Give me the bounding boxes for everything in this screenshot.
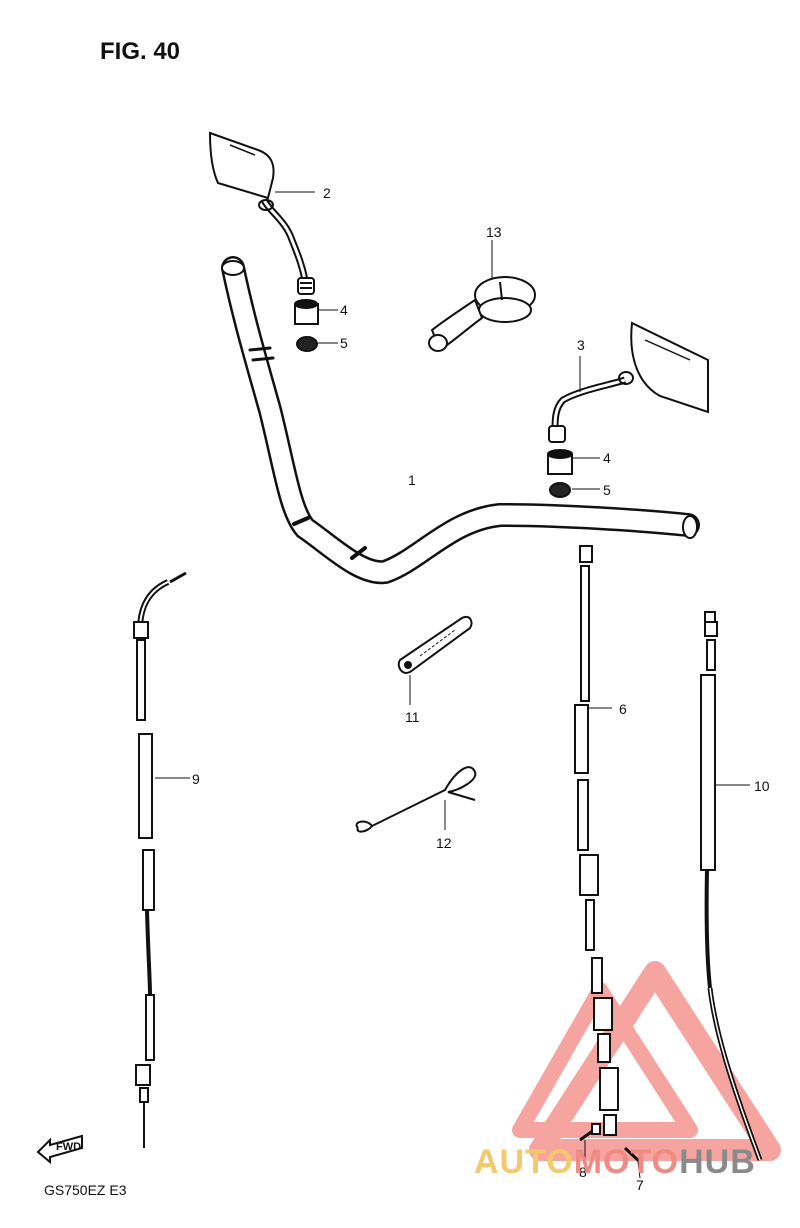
watermark-text: AUTOMOTOHUB	[474, 1145, 756, 1179]
callout-1: 1	[408, 472, 416, 488]
wire-clip	[355, 766, 477, 833]
callout-9: 9	[192, 771, 200, 787]
callout-6: 6	[619, 701, 627, 717]
model-code: GS750EZ E3	[44, 1182, 127, 1198]
clutch-cable-10	[700, 611, 763, 1161]
callout-12: 12	[436, 835, 452, 851]
throttle-cable-9	[133, 571, 190, 1148]
left-mirror	[208, 131, 315, 295]
callout-11: 11	[405, 709, 420, 725]
callout-5-left: 5	[340, 335, 348, 351]
callout-13: 13	[486, 224, 502, 240]
callout-7: 7	[636, 1177, 644, 1193]
handlebar	[221, 256, 700, 585]
right-mirror	[548, 321, 709, 443]
cable-guide-bracket	[397, 616, 473, 705]
forward-arrow-icon: FWD	[36, 1134, 83, 1165]
forward-label: FWD	[56, 1141, 81, 1153]
callout-3: 3	[577, 337, 585, 353]
throttle-cable-6	[574, 545, 619, 1136]
right-mirror-nuts	[547, 449, 600, 498]
watermark-part-1: AUTO	[474, 1143, 574, 1181]
callout-5-right: 5	[603, 482, 611, 498]
adjuster-screws	[579, 1123, 642, 1179]
watermark-part-2: MOTO	[573, 1143, 680, 1181]
callout-2: 2	[323, 185, 331, 201]
figure-title: FIG. 40	[100, 38, 181, 65]
throttle-housing	[428, 240, 536, 352]
callout-4-right: 4	[603, 450, 611, 466]
watermark-part-3: HUB	[679, 1143, 756, 1181]
left-mirror-nuts	[294, 299, 338, 352]
callout-8: 8	[579, 1164, 587, 1180]
callout-10: 10	[754, 778, 770, 794]
watermark-logo-icon	[512, 961, 781, 1161]
callout-4-left: 4	[340, 302, 348, 318]
